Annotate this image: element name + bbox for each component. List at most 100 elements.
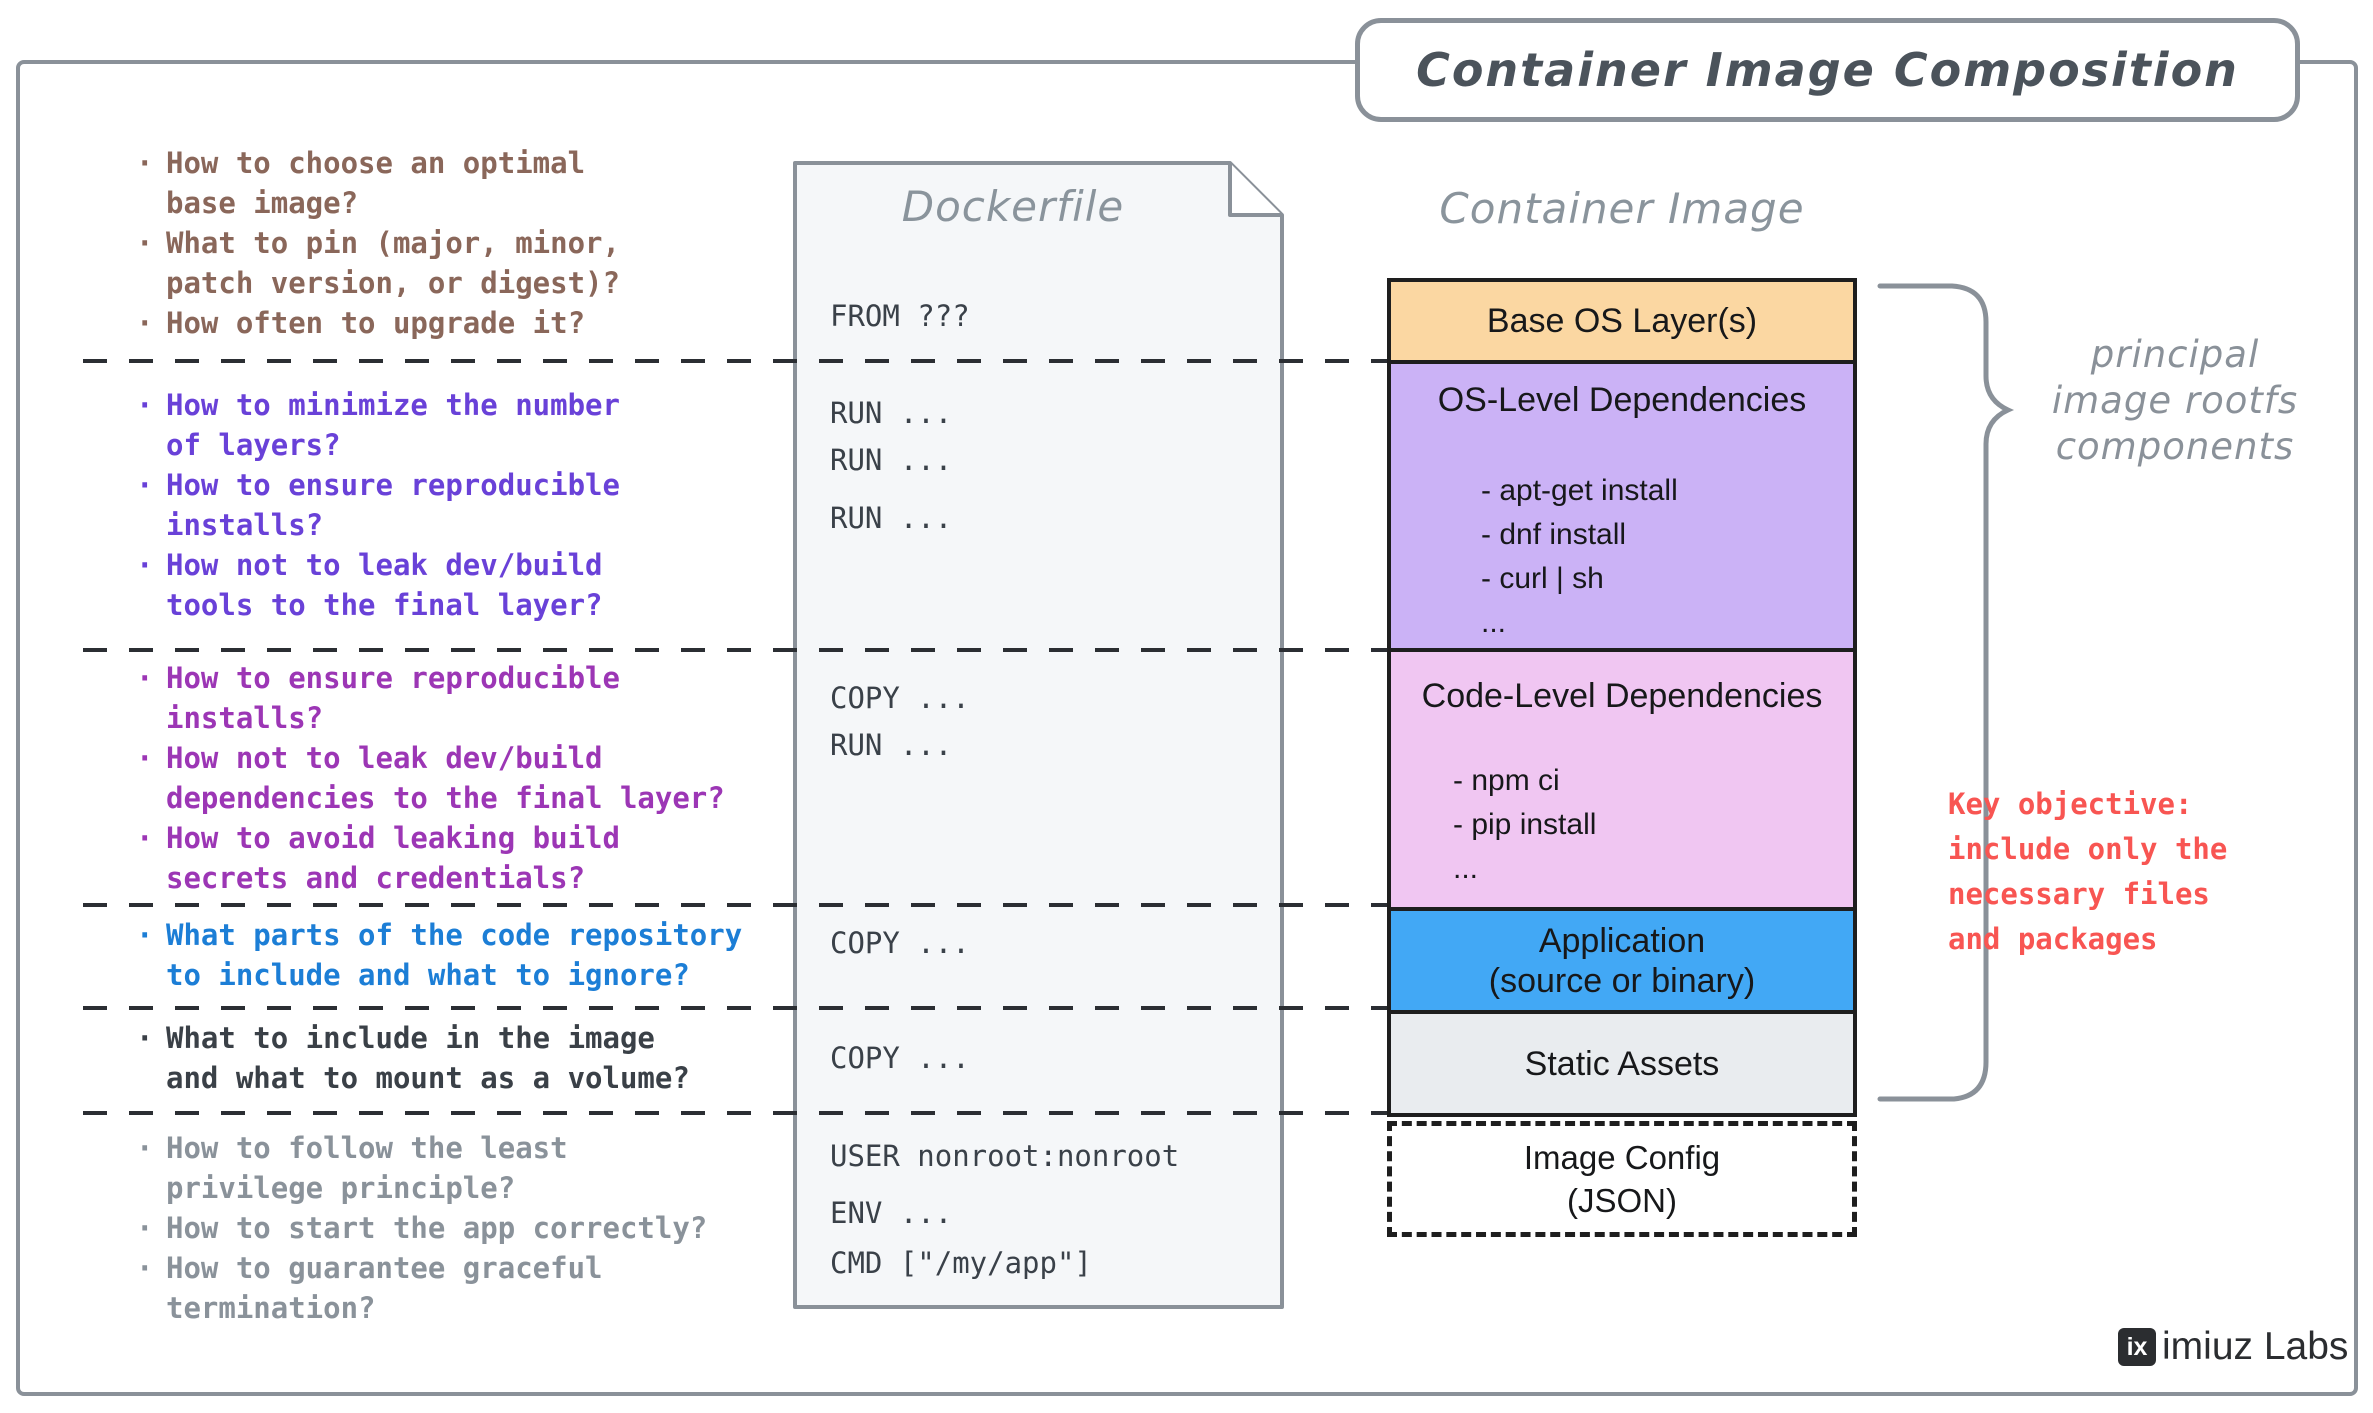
section-divider-3 (83, 903, 1387, 907)
dockerfile-heading: Dockerfile (901, 182, 1125, 231)
section-divider-1 (83, 359, 1387, 363)
dockerfile-instruction: CMD ["/my/app"] (830, 1246, 1092, 1280)
bullet-icon: · (136, 226, 154, 260)
question-line: ·How to guarantee graceful (136, 1248, 886, 1288)
bullet-icon: · (136, 146, 154, 180)
question-line: and what to mount as a volume? (166, 1061, 690, 1095)
dockerfile-document-shape (793, 161, 1284, 1309)
section-divider-2 (83, 648, 1387, 652)
brace-label-line: principal (2090, 333, 2260, 376)
ix-logo-icon: ix (2118, 1328, 2156, 1366)
layer-application: Application(source or binary) (1387, 907, 1857, 1014)
layer-item: ... (1481, 606, 1507, 639)
layer-label: Base OS Layer(s) (1486, 302, 1758, 340)
rootfs-brace-icon (1877, 283, 2015, 1102)
question-line: ·How to choose an optimal (136, 143, 886, 183)
bullet-icon: · (136, 388, 154, 422)
question-line: termination? (166, 1291, 376, 1325)
layer-item-list: - npm ci - pip install... (1453, 759, 1853, 891)
dockerfile-instruction: RUN ... (830, 443, 953, 477)
question-line: tools to the final layer? (166, 588, 603, 622)
question-line: installs? (166, 508, 324, 542)
layer-label: Code-Level Dependencies (1421, 677, 1823, 715)
question-line: dependencies to the final layer? (166, 781, 725, 815)
outer-frame (16, 60, 2358, 1396)
layer-item: - apt-get install (1481, 474, 1678, 507)
question-line: ·How often to upgrade it? (136, 303, 886, 343)
layer-code-level-dependencies: Code-Level Dependencies - npm ci - pip ins… (1387, 648, 1857, 911)
question-line: base image? (166, 186, 359, 220)
brace-label-line: components (2055, 425, 2295, 468)
dockerfile-instruction: RUN ... (830, 501, 953, 535)
section-divider-4 (83, 1006, 1387, 1010)
layer-item: - dnf install (1481, 518, 1627, 551)
key-objective-line: Key objective: (1948, 787, 2193, 821)
dockerfile-instruction: RUN ... (830, 396, 953, 430)
question-line: ·What to pin (major, minor, (136, 223, 886, 263)
layer-item: - npm ci (1453, 764, 1560, 797)
layer-item: - pip install (1453, 808, 1597, 841)
question-line: ·How to follow the least (136, 1128, 886, 1168)
iximiuz-labs-logo: ix imiuz Labs (2118, 1322, 2348, 1372)
bullet-icon: · (136, 1211, 154, 1245)
dockerfile-instruction: FROM ??? (830, 299, 970, 333)
bullet-icon: · (136, 741, 154, 775)
section-divider-5 (83, 1111, 1387, 1115)
page-title: Container Image Composition (1416, 43, 2239, 97)
layer-static-assets: Static Assets (1387, 1010, 1857, 1117)
layer-label: (source or binary) (1488, 961, 1756, 1000)
title-box: Container Image Composition (1355, 18, 2300, 122)
key-objective-line: include only the (1948, 832, 2228, 866)
question-line: patch version, or digest)? (166, 266, 620, 300)
container-image-heading: Container Image (1439, 184, 1805, 233)
question-line: ·How to start the app correctly? (136, 1208, 886, 1248)
question-line: ·How to minimize the number (136, 385, 886, 425)
layer-base-os-layer-s-: Base OS Layer(s) (1387, 278, 1857, 364)
bullet-icon: · (136, 548, 154, 582)
dockerfile-instruction: ENV ... (830, 1196, 953, 1230)
bullet-icon: · (136, 1251, 154, 1285)
question-line: ·How not to leak dev/build (136, 738, 886, 778)
key-objective-line: and packages (1948, 922, 2158, 956)
bullet-icon: · (136, 661, 154, 695)
question-line: ·How to ensure reproducible (136, 465, 886, 505)
bullet-icon: · (136, 306, 154, 340)
question-line: of layers? (166, 428, 341, 462)
bullet-icon: · (136, 821, 154, 855)
bullet-icon: · (136, 918, 154, 952)
question-line: ·How not to leak dev/build (136, 545, 886, 585)
key-objective-line: necessary files (1948, 877, 2210, 911)
question-line: to include and what to ignore? (166, 958, 690, 992)
layer-label: Application (1538, 921, 1706, 960)
image-config-sublabel: (JSON) (1567, 1182, 1677, 1219)
question-line: ·How to ensure reproducible (136, 658, 886, 698)
bullet-icon: · (136, 468, 154, 502)
brace-label-line: image rootfs (2051, 379, 2299, 422)
question-line: ·What parts of the code repository (136, 915, 886, 955)
logo-text: imiuz Labs (2162, 1325, 2349, 1368)
image-config-label: Image Config (1523, 1139, 1721, 1176)
bullet-icon: · (136, 1021, 154, 1055)
question-line: secrets and credentials? (166, 861, 586, 895)
question-line: privilege principle? (166, 1171, 516, 1205)
layer-item: ... (1453, 852, 1479, 885)
dockerfile-instruction: USER nonroot:nonroot (830, 1139, 1180, 1173)
dockerfile-fold-icon (1228, 163, 1282, 217)
layer-item: - curl | sh (1481, 562, 1604, 595)
layer-label: Static Assets (1524, 1044, 1720, 1083)
dockerfile-instruction: RUN ... (830, 728, 953, 762)
question-line: installs? (166, 701, 324, 735)
layer-os-level-dependencies: OS-Level Dependencies - apt-get install - … (1387, 360, 1857, 652)
layer-label: OS-Level Dependencies (1437, 381, 1807, 419)
dockerfile-instruction: COPY ... (830, 1041, 970, 1075)
key-objective-note: Key objective: include only the necessary … (1948, 782, 2368, 962)
layer-image-config: Image Config (JSON) (1387, 1121, 1857, 1237)
dockerfile-instruction: COPY ... (830, 681, 970, 715)
